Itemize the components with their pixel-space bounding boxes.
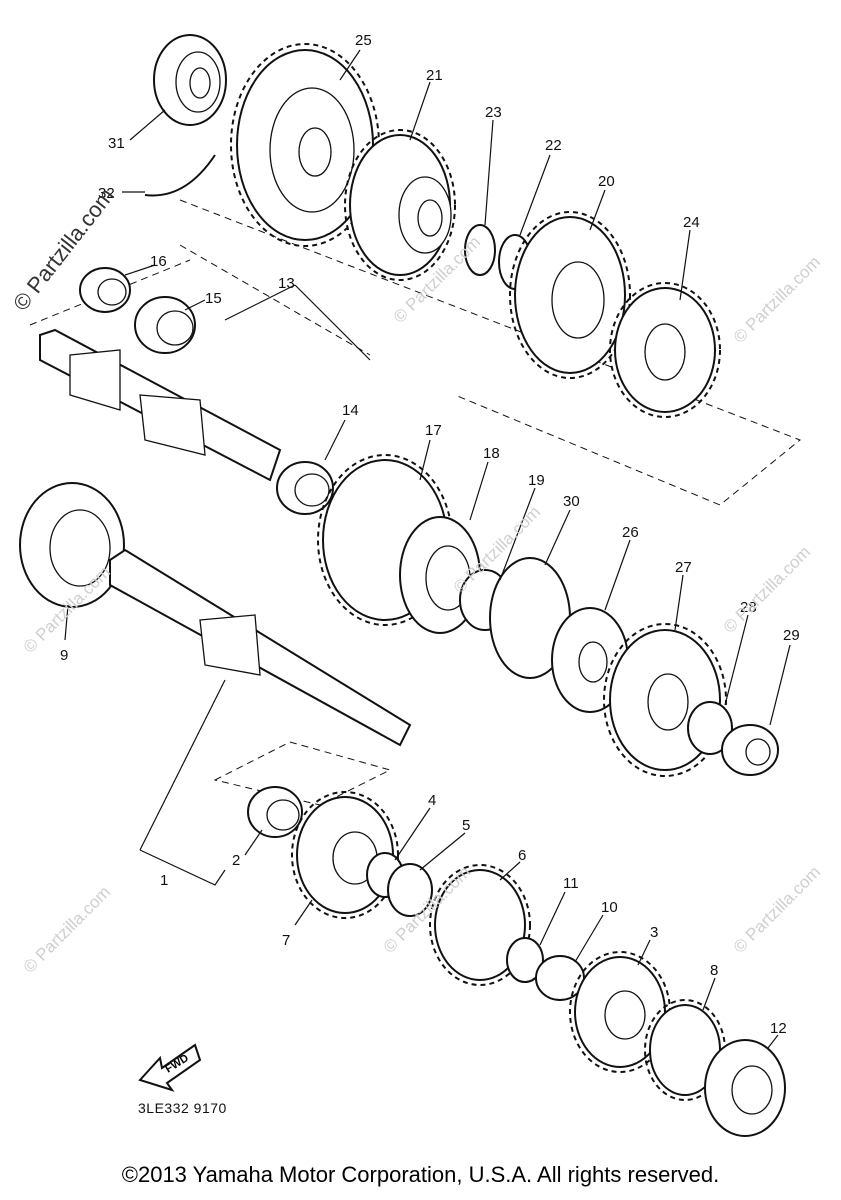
callout-5: 5 <box>462 817 470 834</box>
bracket-13 <box>224 284 371 361</box>
callout-32: 32 <box>98 185 115 202</box>
part-1-main-shaft <box>109 548 412 747</box>
callout-8: 8 <box>710 962 718 979</box>
bracket-1 <box>139 679 226 886</box>
callout-23: 23 <box>485 104 502 121</box>
part-23-washer <box>464 224 496 276</box>
fwd-arrow-icon: FWD <box>138 1043 202 1092</box>
part-28-lock-washer <box>687 701 733 755</box>
diagram-svg: FWD <box>19 32 801 1137</box>
part-20-gear <box>509 211 631 379</box>
part-25-gear <box>230 43 380 247</box>
part-9-bearing <box>19 482 125 608</box>
part-24-gear <box>609 282 721 418</box>
callout-22: 22 <box>545 137 562 154</box>
callout-6: 6 <box>518 847 526 864</box>
callout-17: 17 <box>425 422 442 439</box>
part-3-gear <box>569 951 671 1073</box>
countershaft-guide <box>29 244 371 356</box>
part-32-circlip <box>144 154 216 197</box>
callout-9: 9 <box>60 647 68 664</box>
part-6-gear <box>429 864 531 986</box>
part-12-bearing <box>704 1039 786 1137</box>
callout-29: 29 <box>783 627 800 644</box>
callout-30: 30 <box>563 493 580 510</box>
callout-2: 2 <box>232 852 240 869</box>
callout-10: 10 <box>601 899 618 916</box>
callout-21: 21 <box>426 67 443 84</box>
part-11-washer <box>506 937 544 983</box>
callout-12: 12 <box>770 1020 787 1037</box>
callout-31: 31 <box>108 135 125 152</box>
diagram-code: 3LE332 9170 <box>138 1100 227 1116</box>
callout-16: 16 <box>150 253 167 270</box>
callout-1: 1 <box>160 872 168 889</box>
callout-4: 4 <box>428 792 436 809</box>
part-21-gear <box>344 129 456 281</box>
callout-3: 3 <box>650 924 658 941</box>
callout-14: 14 <box>342 402 359 419</box>
copyright-footer: ©2013 Yamaha Motor Corporation, U.S.A. A… <box>121 1162 720 1187</box>
callout-15: 15 <box>205 290 222 307</box>
callout-25: 25 <box>355 32 372 49</box>
callout-26: 26 <box>622 524 639 541</box>
part-5-circlip <box>387 863 433 917</box>
callout-numbers: 25 21 23 22 20 24 31 32 16 15 13 14 17 1… <box>60 32 800 1037</box>
callout-27: 27 <box>675 559 692 576</box>
callout-19: 19 <box>528 472 545 489</box>
transmission-exploded-diagram: FWD <box>19 32 801 1137</box>
callout-18: 18 <box>483 445 500 462</box>
leader-lines <box>64 49 791 1049</box>
callout-7: 7 <box>282 932 290 949</box>
callout-20: 20 <box>598 173 615 190</box>
callout-24: 24 <box>683 214 700 231</box>
callout-11: 11 <box>563 875 579 892</box>
part-31-bearing <box>153 34 227 126</box>
callout-28: 28 <box>740 599 757 616</box>
callout-13: 13 <box>278 275 295 292</box>
